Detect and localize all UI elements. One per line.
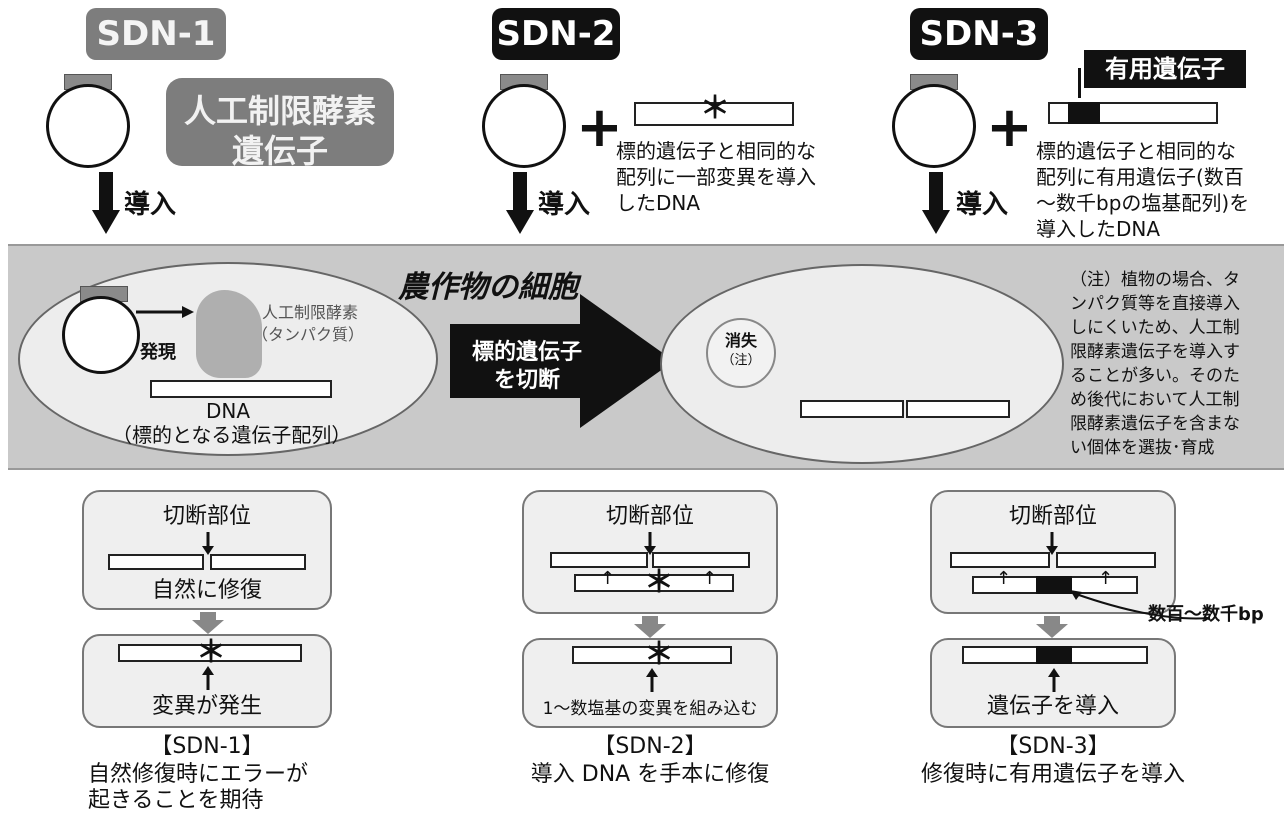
sdn3-result-insert — [1036, 646, 1072, 664]
cell-plasmid — [62, 296, 140, 374]
sdn1-dna-right — [210, 554, 306, 570]
sdn2-desc-line3: したDNA — [616, 190, 700, 216]
sdn1-enzyme-gene-box: 人工制限酵素 遺伝子 — [166, 78, 394, 166]
note-line-6: め後代において人工制 — [1070, 390, 1240, 411]
sdn3-down-arrow — [1036, 616, 1068, 638]
sdn3-result-label: 遺伝子を導入 — [930, 694, 1176, 720]
dna-label: DNA — [206, 398, 250, 424]
sdn3-desc-line2: 配列に有用遺伝子(数百 — [1036, 164, 1244, 190]
sdn1-dna-left — [108, 554, 204, 570]
express-label: 発現 — [140, 340, 176, 366]
sdn1-plasmid — [46, 84, 130, 168]
sdn1-intro-arrow — [92, 172, 120, 236]
sdn1-badge: SDN-1 — [86, 8, 226, 60]
sdn2-cut-site-label: 切断部位 — [522, 504, 778, 530]
note-line-8: い個体を選抜･育成 — [1070, 438, 1215, 459]
sdn1-repair-label: 自然に修復 — [82, 578, 332, 604]
sdn2-result-star: ＊ — [644, 640, 674, 670]
sdn2-pair-arrow-right: ↑ — [702, 566, 717, 592]
sdn3-cut-site-label: 切断部位 — [930, 504, 1176, 530]
sdn2-pair-arrow-left: ↑ — [600, 566, 615, 592]
sdn3-desc-line1: 標的遺伝子と相同的な — [1036, 138, 1236, 164]
sdn1-result-star: ＊ — [196, 638, 226, 668]
protein-line2: （タンパク質） — [252, 322, 364, 348]
dna-sublabel: （標的となる遺伝子配列） — [112, 422, 351, 448]
sdn3-result-arrow — [1046, 668, 1062, 692]
sdn3-intro-label: 導入 — [956, 184, 1008, 221]
sdn2-intro-label: 導入 — [538, 184, 590, 221]
sdn3-desc-line4: 導入したDNA — [1036, 216, 1160, 242]
sdn3-useful-gene-pointer — [1078, 68, 1081, 98]
sdn2-intro-arrow — [506, 172, 534, 236]
sdn1-result-label: 変異が発生 — [82, 694, 332, 720]
note-line-2: ンパク質等を直接導入 — [1070, 294, 1240, 315]
sdn3-plasmid — [892, 84, 976, 168]
sdn2-desc-line1: 標的遺伝子と相同的な — [616, 138, 816, 164]
sdn3-useful-gene-label: 有用遺伝子 — [1084, 50, 1246, 88]
target-dna-bar — [150, 380, 332, 398]
sdn2-down-arrow — [634, 616, 666, 638]
sdn2-template-star: ＊ — [644, 568, 674, 598]
sdn1-caption-title: 【SDN-1】 — [82, 734, 332, 760]
sdn3-intro-arrow — [922, 172, 950, 236]
sdn2-result-arrow — [644, 668, 660, 692]
sdn1-down-arrow — [192, 612, 224, 634]
sdn1-enzyme-line2: 遺伝子 — [166, 126, 394, 172]
sdn2-badge: SDN-2 — [492, 8, 620, 60]
sdn2-caption-line1: 導入 DNA を手本に修復 — [500, 762, 800, 788]
sdn3-bp-label: 数百～数千bp — [1148, 602, 1264, 628]
note-line-1: （注）植物の場合、タ — [1070, 270, 1240, 291]
sdn3-desc-line3: ～数千bpの塩基配列)を — [1036, 190, 1249, 216]
note-line-3: しにくいため、人工制 — [1070, 318, 1240, 339]
note-line-4: 限酵素遺伝子を導入す — [1070, 342, 1240, 363]
sdn2-mutation-star: ＊ — [700, 94, 730, 124]
cut-target-line2: を切断 — [462, 368, 592, 394]
sdn3-badge: SDN-3 — [910, 8, 1048, 60]
note-line-7: 限酵素遺伝子を含まな — [1070, 414, 1240, 435]
sdn1-caption-line2: 起きることを期待 — [88, 788, 264, 814]
sdn3-caption-line1: 修復時に有用遺伝子を導入 — [900, 762, 1206, 788]
sdn3-donor-insert — [1068, 102, 1100, 124]
sdn1-cut-site-label: 切断部位 — [82, 504, 332, 530]
vanish-note: （注） — [706, 348, 776, 374]
sdn1-intro-label: 導入 — [124, 184, 176, 221]
sdn3-caption-title: 【SDN-3】 — [930, 734, 1176, 760]
cut-target-line1: 標的遺伝子 — [462, 340, 592, 366]
sdn2-caption-title: 【SDN-2】 — [522, 734, 778, 760]
sdn2-plasmid — [482, 84, 566, 168]
sdn1-cut-arrow — [200, 532, 216, 556]
sdn2-result-label: 1～数塩基の変異を組み込む — [522, 696, 778, 722]
note-line-5: ることが多い。そのた — [1070, 366, 1240, 387]
sdn2-dna-left — [550, 552, 648, 568]
sdn3-plus-icon: + — [986, 100, 1033, 156]
sdn1-result-arrow — [200, 666, 216, 690]
express-arrow — [136, 304, 196, 320]
cut-dna-right — [906, 400, 1010, 418]
sdn3-pair-arrow-left: ↑ — [996, 566, 1011, 592]
sdn1-caption-line1: 自然修復時にエラーが — [88, 762, 308, 788]
cut-dna-left — [800, 400, 904, 418]
sdn2-desc-line2: 配列に一部変異を導入 — [616, 164, 816, 190]
